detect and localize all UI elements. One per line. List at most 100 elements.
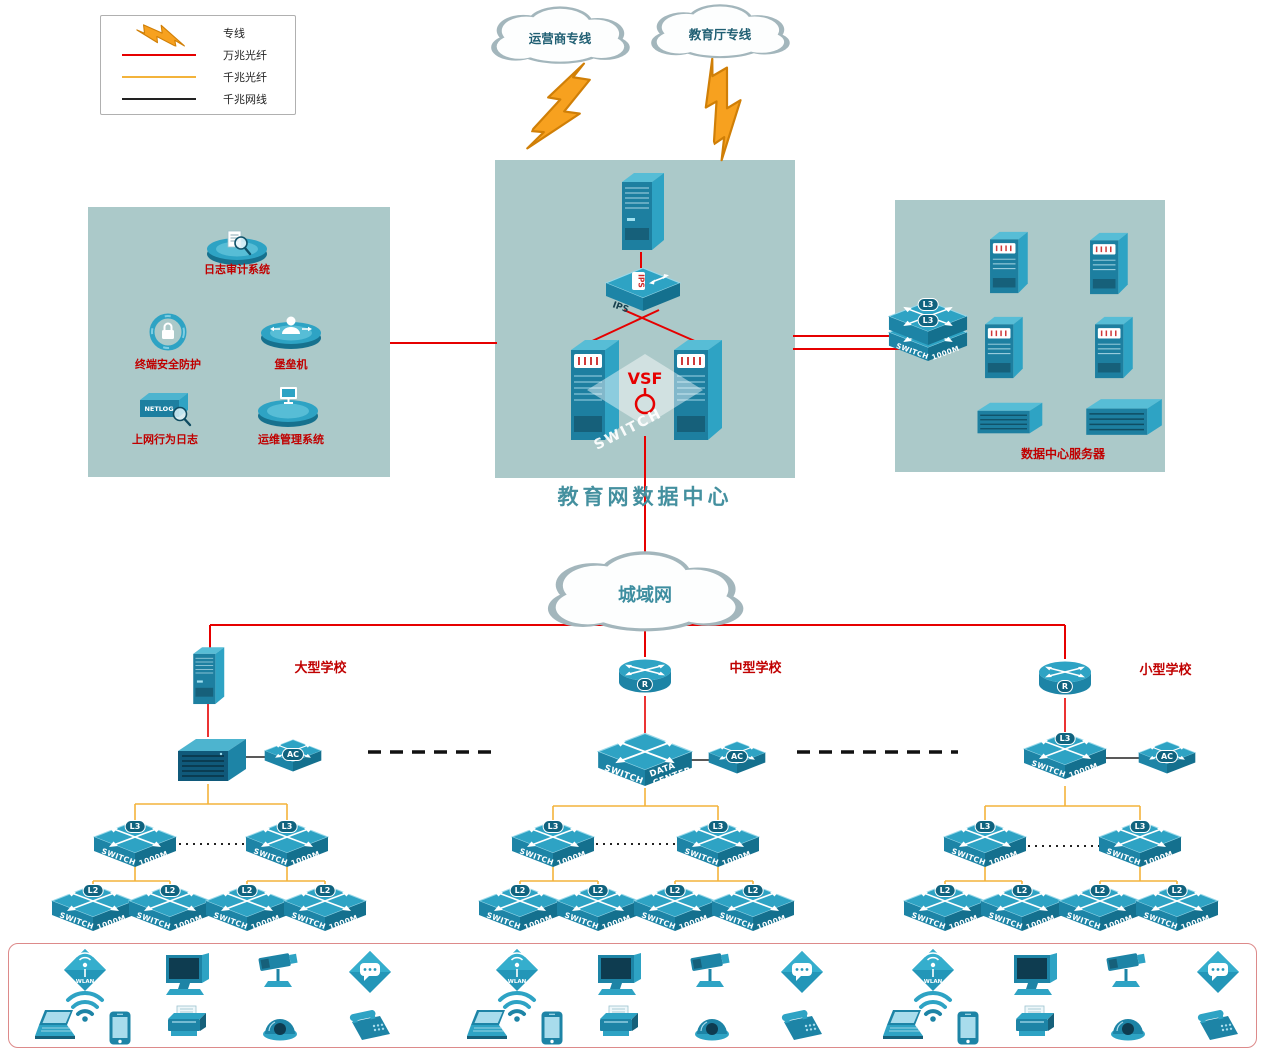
netlog-icon: NETLOG [135,390,193,428]
messaging-icon [348,950,392,994]
switch-tier-chip: L3 [917,298,939,311]
printer-icon [1012,1005,1058,1039]
laptop-icon [881,1009,927,1041]
small-school-endpoints: WLAN [848,943,1248,1049]
internet-firewall [616,170,668,254]
legend-row-1g-copper: 千兆网线 [101,88,295,110]
wireless-ap-icon: WLAN [63,948,107,992]
large-school-ac-controller: AC [264,739,322,775]
large-school-label: 大型学校 [294,661,347,676]
switch-tier-chip: L2 [587,884,609,897]
switch-tier-chip: L2 [314,884,336,897]
log-audit-label: 日志审计系统 [204,263,270,276]
legend-row-10g-fiber: 万兆光纤 [101,44,295,66]
desktop-monitor-icon [594,953,644,997]
laptop-icon [465,1009,511,1041]
vsf-cluster-overlay: VSF SWITCH [583,346,707,458]
ips-device: IPS IPS [604,266,682,318]
smartphone-icon [539,1010,565,1046]
cctv-camera-icon [256,949,304,991]
large-school-gateway-server [185,645,231,707]
legend: 专线 万兆光纤 千兆光纤 千兆网线 [100,15,296,115]
printer-icon [596,1005,642,1039]
legend-row-dedicated-line: 专线 [101,22,295,48]
vsf-label: VSF [628,369,663,388]
svg-text:WLAN: WLAN [924,979,943,985]
red-line-swatch [122,54,196,56]
smartphone-icon [107,1010,133,1046]
switch-tier-chip: L2 [664,884,686,897]
ops-management-label: 运维管理系统 [258,433,324,446]
lightning-links [523,53,759,163]
legend-label: 万兆光纤 [223,49,267,62]
switch-tier-chip: L2 [742,884,764,897]
dome-camera-icon [260,1011,300,1041]
medium-school-label: 中型学校 [729,661,782,676]
cctv-camera-icon [688,949,736,991]
messaging-icon [1196,950,1240,994]
ip-phone-icon [1195,1009,1241,1043]
ac-chip: AC [1155,750,1179,763]
legend-label: 专线 [223,27,245,40]
datacenter-server [980,314,1024,380]
yellow-line-swatch [122,76,196,78]
desktop-monitor-icon [1010,953,1060,997]
medium-school-ac-controller: AC [708,741,766,777]
printer-icon [164,1005,210,1039]
netlog-label: 上网行为日志 [132,433,198,446]
datacenter-server [985,229,1029,295]
legend-label: 千兆网线 [223,93,267,106]
large-school-core-chassis [172,735,248,785]
dome-camera-icon [1108,1011,1148,1041]
switch-tier-chip: L2 [1011,884,1033,897]
edu-cloud-label: 教育厅专线 [688,26,752,42]
medium-school-endpoints: WLAN [432,943,832,1049]
router-chip: R [636,678,654,691]
dotted-stack-links [165,843,1110,847]
switch-tier-chip: L3 [1129,820,1151,833]
switch-tier-chip: L3 [707,820,729,833]
wireless-ap-icon: WLAN [911,948,955,992]
metro-cloud-label: 城域网 [618,585,672,606]
log-audit-system-icon [205,228,269,268]
datacenter-chassis-rack [1078,396,1168,438]
switch-tier-chip: L3 [276,820,298,833]
cctv-camera-icon [1104,949,1152,991]
bastion-host-icon [259,312,323,352]
dome-camera-icon [692,1011,732,1041]
metro-network-cloud: 城域网 [535,548,755,640]
switch-tier-chip: L3 [124,820,146,833]
bastion-host-label: 堡垒机 [274,358,308,371]
laptop-icon [33,1009,79,1041]
copper-links [246,756,1142,761]
messaging-icon [780,950,824,994]
ops-management-icon [256,386,320,428]
switch-tier-chip: L3 [917,314,939,327]
ips-card-label: IPS [637,274,646,288]
terminal-security-icon [146,310,190,354]
ip-phone-icon [779,1009,825,1043]
switch-tier-chip: L2 [82,884,104,897]
terminal-security-label: 终端安全防护 [135,358,201,371]
switch-tier-chip: L2 [159,884,181,897]
datacenter-server [1090,314,1134,380]
small-school-label: 小型学校 [1139,663,1192,678]
